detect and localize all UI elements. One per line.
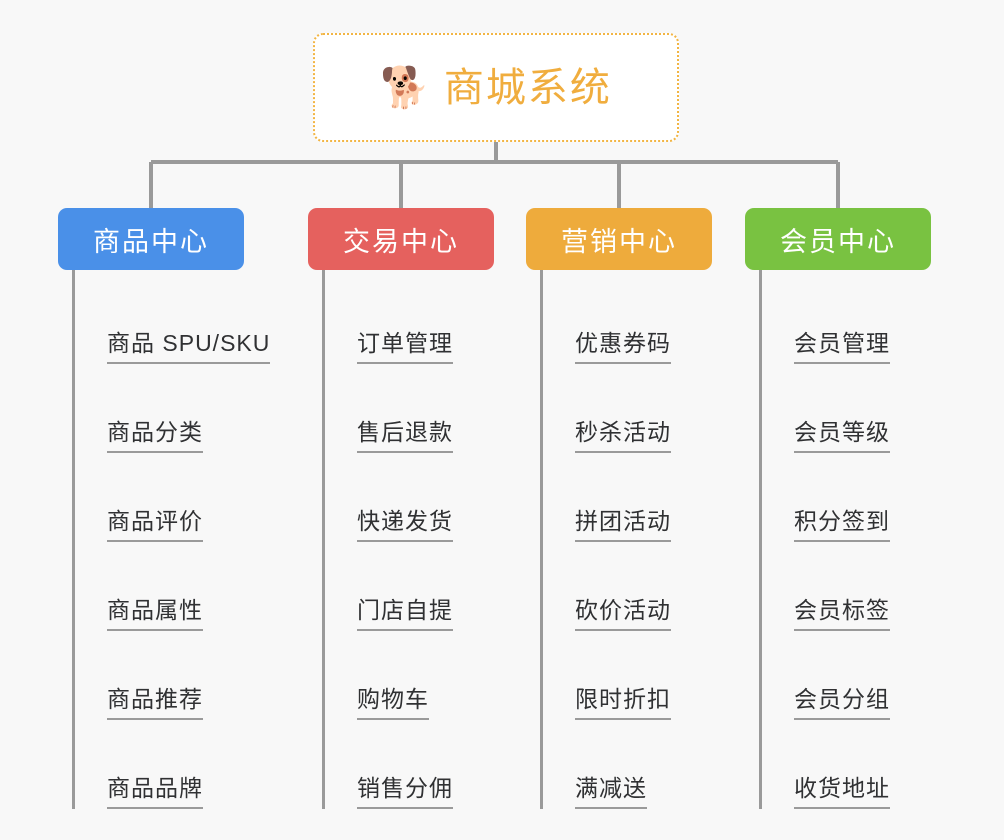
leaf-item-label: 商品评价 — [107, 508, 203, 542]
root-title: 商城系统 — [443, 65, 612, 110]
leaf-item-label: 商品属性 — [107, 597, 203, 631]
leaf-item-label: 优惠券码 — [575, 330, 671, 364]
leaf-item[interactable]: 会员分组 — [762, 631, 931, 720]
leaf-item-label: 购物车 — [357, 686, 429, 720]
branch-header-member-center[interactable]: 会员中心 — [745, 208, 931, 270]
branch-header-product-center[interactable]: 商品中心 — [58, 208, 244, 270]
leaf-item[interactable]: 商品评价 — [75, 453, 244, 542]
shiba-dog-face-icon: 🐕 — [380, 65, 430, 110]
leaf-item[interactable]: 拼团活动 — [543, 453, 712, 542]
leaf-item-label: 积分签到 — [794, 508, 890, 542]
leaf-list-member-center: 会员管理会员等级积分签到会员标签会员分组收货地址 — [759, 270, 931, 809]
leaf-item-label: 秒杀活动 — [575, 419, 671, 453]
leaf-item[interactable]: 购物车 — [325, 631, 494, 720]
branch-header-label: 交易中心 — [343, 226, 459, 257]
branch-header-trade-center[interactable]: 交易中心 — [308, 208, 494, 270]
leaf-list-trade-center: 订单管理售后退款快递发货门店自提购物车销售分佣 — [322, 270, 494, 809]
leaf-item-label: 商品推荐 — [107, 686, 203, 720]
leaf-item-label: 砍价活动 — [575, 597, 671, 631]
leaf-item[interactable]: 会员管理 — [762, 275, 931, 364]
leaf-item[interactable]: 优惠券码 — [543, 275, 712, 364]
leaf-item-label: 快递发货 — [357, 508, 453, 542]
branch-header-label: 营销中心 — [561, 226, 677, 257]
leaf-item-label: 订单管理 — [357, 330, 453, 364]
leaf-item[interactable]: 销售分佣 — [325, 720, 494, 809]
leaf-item[interactable]: 积分签到 — [762, 453, 931, 542]
leaf-item-label: 会员等级 — [794, 419, 890, 453]
leaf-item-label: 销售分佣 — [357, 775, 453, 809]
branch-trade-center: 交易中心订单管理售后退款快递发货门店自提购物车销售分佣 — [308, 208, 494, 809]
leaf-item[interactable]: 商品分类 — [75, 364, 244, 453]
leaf-item[interactable]: 快递发货 — [325, 453, 494, 542]
leaf-list-marketing-center: 优惠券码秒杀活动拼团活动砍价活动限时折扣满减送 — [540, 270, 712, 809]
leaf-item[interactable]: 商品属性 — [75, 542, 244, 631]
branch-product-center: 商品中心商品 SPU/SKU 商品分类商品评价商品属性商品推荐商品品牌 — [58, 208, 271, 809]
branch-header-label: 会员中心 — [780, 226, 896, 257]
leaf-item-label: 限时折扣 — [575, 686, 671, 720]
branch-header-marketing-center[interactable]: 营销中心 — [526, 208, 712, 270]
leaf-item-label: 满减送 — [575, 775, 647, 809]
leaf-item-label: 售后退款 — [357, 419, 453, 453]
leaf-item[interactable]: 商品推荐 — [75, 631, 244, 720]
root-node[interactable]: 🐕 商城系统 — [313, 33, 679, 142]
leaf-item-label: 会员标签 — [794, 597, 890, 631]
leaf-item[interactable]: 会员等级 — [762, 364, 931, 453]
branch-member-center: 会员中心会员管理会员等级积分签到会员标签会员分组收货地址 — [745, 208, 931, 809]
leaf-item-label: 门店自提 — [357, 597, 453, 631]
leaf-item-label: 拼团活动 — [575, 508, 671, 542]
leaf-list-product-center: 商品 SPU/SKU 商品分类商品评价商品属性商品推荐商品品牌 — [72, 270, 271, 809]
leaf-item[interactable]: 售后退款 — [325, 364, 494, 453]
leaf-item-label: 商品品牌 — [107, 775, 203, 809]
leaf-item-label: 会员管理 — [794, 330, 890, 364]
leaf-item[interactable]: 门店自提 — [325, 542, 494, 631]
leaf-item[interactable]: 会员标签 — [762, 542, 931, 631]
leaf-item[interactable]: 订单管理 — [325, 275, 494, 364]
leaf-item[interactable]: 商品 SPU/SKU — [75, 275, 271, 364]
leaf-item-label: 商品 SPU/SKU — [107, 330, 271, 364]
leaf-item-label: 商品分类 — [107, 419, 203, 453]
leaf-item[interactable]: 商品品牌 — [75, 720, 244, 809]
branch-marketing-center: 营销中心优惠券码秒杀活动拼团活动砍价活动限时折扣满减送 — [526, 208, 712, 809]
leaf-item-label: 会员分组 — [794, 686, 890, 720]
leaf-item[interactable]: 满减送 — [543, 720, 712, 809]
leaf-item-label: 收货地址 — [794, 775, 890, 809]
leaf-item[interactable]: 秒杀活动 — [543, 364, 712, 453]
leaf-item[interactable]: 砍价活动 — [543, 542, 712, 631]
leaf-item[interactable]: 限时折扣 — [543, 631, 712, 720]
branch-header-label: 商品中心 — [93, 226, 209, 257]
leaf-item[interactable]: 收货地址 — [762, 720, 931, 809]
